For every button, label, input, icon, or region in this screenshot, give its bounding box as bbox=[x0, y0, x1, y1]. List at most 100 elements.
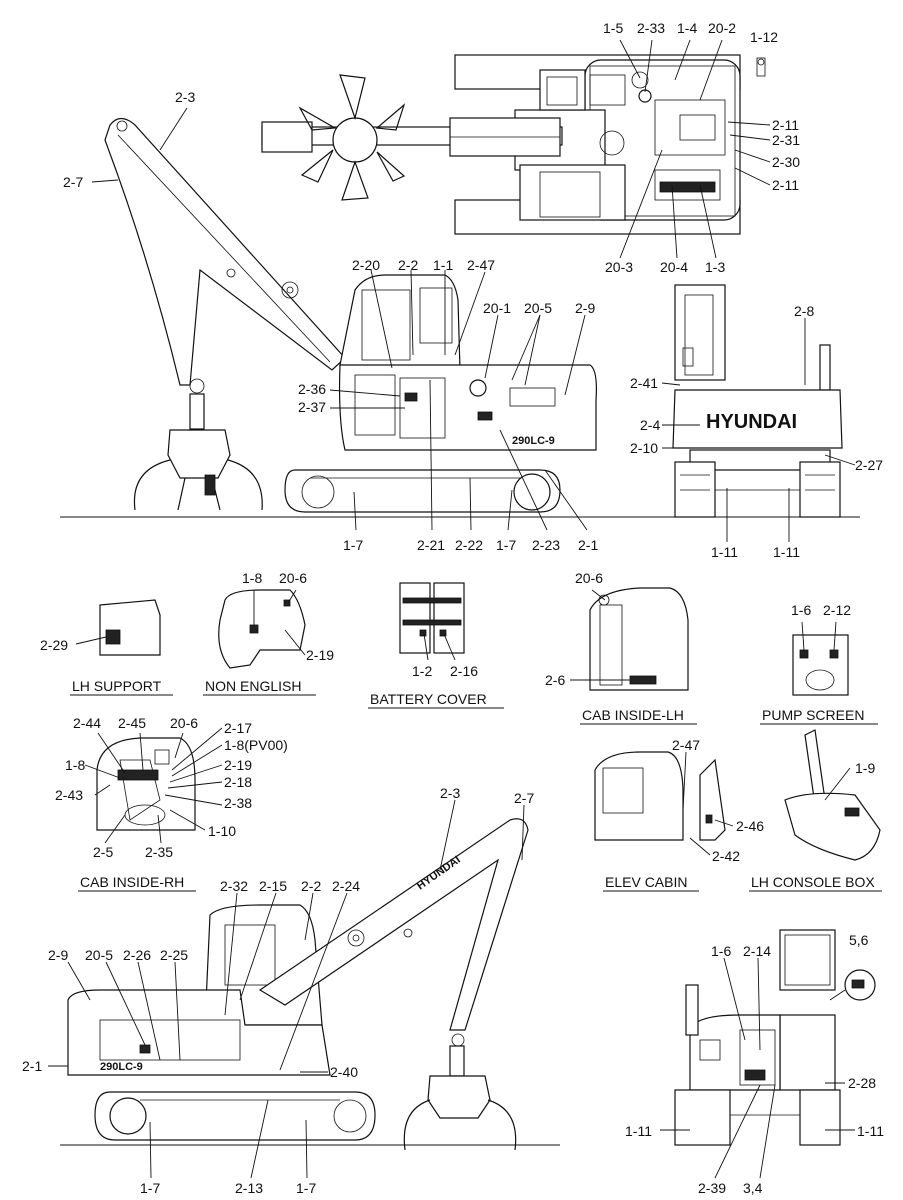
lh-console-box-drawing bbox=[784, 729, 881, 861]
label-3-4: 3,4 bbox=[743, 1180, 763, 1196]
label-2-3: 2-3 bbox=[175, 89, 195, 105]
label-2-44: 2-44 bbox=[73, 715, 101, 731]
rh-side-view-machine: 290LC-9 HYUNDAI bbox=[67, 818, 529, 1151]
label-2-17: 2-17 bbox=[224, 720, 252, 736]
label-1-9: 1-9 bbox=[855, 760, 875, 776]
label-20-1: 20-1 bbox=[483, 300, 511, 316]
label-2-36: 2-36 bbox=[298, 381, 326, 397]
label-1-3: 1-3 bbox=[705, 259, 725, 275]
label-20-4: 20-4 bbox=[660, 259, 688, 275]
label-20-6: 20-6 bbox=[575, 570, 603, 586]
elev-cabin-drawing bbox=[594, 751, 726, 841]
label-1-10: 1-10 bbox=[208, 823, 236, 839]
label-20-5: 20-5 bbox=[524, 300, 552, 316]
label-1-8: 1-8 bbox=[65, 757, 85, 773]
label-1-2: 1-2 bbox=[412, 663, 432, 679]
caption-non-english: NON ENGLISH bbox=[205, 678, 301, 694]
label-1-8-pv00: 1-8(PV00) bbox=[224, 737, 288, 753]
label-2-23: 2-23 bbox=[532, 537, 560, 553]
label-20-5: 20-5 bbox=[85, 947, 113, 963]
label-20-6: 20-6 bbox=[279, 570, 307, 586]
pump-screen-drawing bbox=[792, 634, 849, 696]
label-2-4: 2-4 bbox=[640, 417, 660, 433]
rear-brand-decal: HYUNDAI bbox=[706, 411, 797, 433]
cab-inside-rh-drawing bbox=[96, 737, 196, 831]
lh-side-view-machine: 290LC-9 bbox=[104, 117, 597, 513]
label-2-19: 2-19 bbox=[224, 757, 252, 773]
label-2-20: 2-20 bbox=[352, 257, 380, 273]
label-2-27: 2-27 bbox=[855, 457, 883, 473]
label-1-11: 1-11 bbox=[773, 544, 800, 560]
label-2-40: 2-40 bbox=[330, 1064, 358, 1080]
captions: LH SUPPORT NON ENGLISH BATTERY COVER CAB… bbox=[70, 678, 882, 892]
label-2-46: 2-46 bbox=[736, 818, 764, 834]
label-2-7: 2-7 bbox=[63, 174, 83, 190]
label-20-6: 20-6 bbox=[170, 715, 198, 731]
label-2-11: 2-11 bbox=[772, 117, 799, 133]
label-2-35: 2-35 bbox=[145, 844, 173, 860]
lh-model-decal: 290LC-9 bbox=[512, 435, 555, 447]
label-2-1: 2-1 bbox=[22, 1058, 42, 1074]
label-2-28: 2-28 bbox=[848, 1075, 876, 1091]
label-2-37: 2-37 bbox=[298, 399, 326, 415]
label-2-22: 2-22 bbox=[455, 537, 483, 553]
label-2-1: 2-1 bbox=[578, 537, 598, 553]
label-2-10: 2-10 bbox=[630, 440, 658, 456]
label-1-7: 1-7 bbox=[496, 537, 516, 553]
label-1-7: 1-7 bbox=[296, 1180, 316, 1196]
rear-view-machine: HYUNDAI bbox=[672, 284, 843, 518]
label-2-2: 2-2 bbox=[398, 257, 418, 273]
lh-support-drawing bbox=[99, 599, 161, 656]
label-2-41: 2-41 bbox=[630, 375, 658, 391]
label-1-4: 1-4 bbox=[677, 20, 697, 36]
label-1-7: 1-7 bbox=[140, 1180, 160, 1196]
label-2-13: 2-13 bbox=[235, 1180, 263, 1196]
label-2-24: 2-24 bbox=[332, 878, 360, 894]
caption-cab-inside-rh: CAB INSIDE-RH bbox=[80, 874, 184, 890]
label-2-9: 2-9 bbox=[575, 300, 595, 316]
label-2-39: 2-39 bbox=[698, 1180, 726, 1196]
label-2-11: 2-11 bbox=[772, 177, 799, 193]
label-1-8: 1-8 bbox=[242, 570, 262, 586]
caption-cab-inside-lh: CAB INSIDE-LH bbox=[582, 707, 684, 723]
label-2-33: 2-33 bbox=[637, 20, 665, 36]
cab-inside-lh-drawing bbox=[589, 587, 689, 691]
label-2-12: 2-12 bbox=[823, 602, 851, 618]
non-english-drawing bbox=[218, 589, 306, 669]
rh-model-decal: 290LC-9 bbox=[100, 1061, 143, 1073]
caption-lh-support: LH SUPPORT bbox=[72, 678, 162, 694]
label-1-6: 1-6 bbox=[791, 602, 811, 618]
label-2-47: 2-47 bbox=[467, 257, 495, 273]
part-1-12-icon bbox=[756, 57, 766, 77]
label-2-15: 2-15 bbox=[259, 878, 287, 894]
label-2-31: 2-31 bbox=[772, 132, 800, 148]
caption-elev-cabin: ELEV CABIN bbox=[605, 874, 687, 890]
label-1-1: 1-1 bbox=[433, 257, 453, 273]
label-2-32: 2-32 bbox=[220, 878, 248, 894]
callout-labels: 1-5 2-33 1-4 20-2 1-12 2-11 2-31 2-30 2-… bbox=[22, 20, 884, 1196]
leader-lines bbox=[48, 39, 856, 1179]
label-1-12: 1-12 bbox=[750, 29, 778, 45]
caption-lh-console-box: LH CONSOLE BOX bbox=[751, 874, 875, 890]
label-20-2: 20-2 bbox=[708, 20, 736, 36]
label-2-16: 2-16 bbox=[450, 663, 478, 679]
label-2-19: 2-19 bbox=[306, 647, 334, 663]
label-2-9: 2-9 bbox=[48, 947, 68, 963]
label-2-6: 2-6 bbox=[545, 672, 565, 688]
label-2-45: 2-45 bbox=[118, 715, 146, 731]
caption-battery-cover: BATTERY COVER bbox=[370, 691, 487, 707]
label-2-3: 2-3 bbox=[440, 785, 460, 801]
label-2-14: 2-14 bbox=[743, 943, 771, 959]
battery-cover-drawing bbox=[399, 582, 465, 654]
label-2-43: 2-43 bbox=[55, 787, 83, 803]
label-20-3: 20-3 bbox=[605, 259, 633, 275]
label-2-25: 2-25 bbox=[160, 947, 188, 963]
label-2-8: 2-8 bbox=[794, 303, 814, 319]
label-2-38: 2-38 bbox=[224, 795, 252, 811]
label-1-11: 1-11 bbox=[711, 544, 738, 560]
label-2-21: 2-21 bbox=[417, 537, 445, 553]
caption-pump-screen: PUMP SCREEN bbox=[762, 707, 864, 723]
label-2-29: 2-29 bbox=[40, 637, 68, 653]
label-1-11: 1-11 bbox=[625, 1123, 652, 1139]
